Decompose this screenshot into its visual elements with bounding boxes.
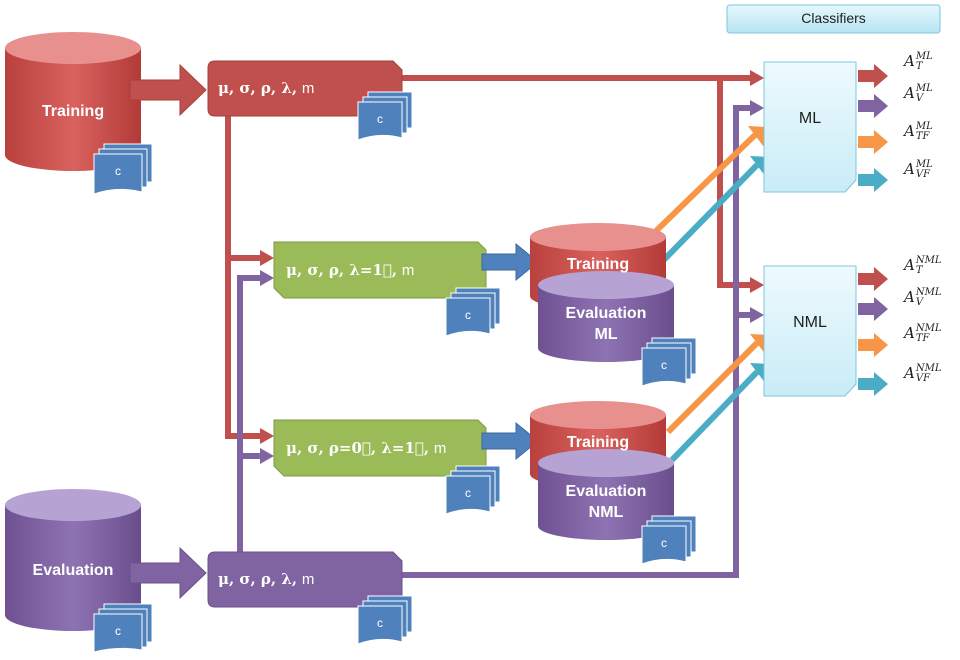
purple-arrowhead-ml bbox=[750, 100, 764, 116]
stack-ml-bottom-label-1: Evaluation bbox=[565, 305, 647, 322]
orange-line-stack2-nml bbox=[665, 340, 760, 435]
doc-label-stack-nml: c bbox=[661, 536, 667, 550]
evaluation-block-arrow bbox=[129, 546, 207, 600]
classifiers-header-box bbox=[726, 4, 941, 34]
purple-process-box bbox=[207, 551, 403, 608]
doc-stack-evaluation bbox=[93, 603, 153, 653]
doc-stack-green1 bbox=[445, 287, 501, 337]
doc-label-evaluation: c bbox=[115, 624, 121, 638]
stack-nml-bottom-label-2: NML bbox=[588, 504, 624, 521]
output-arrow-nml-v bbox=[858, 297, 888, 321]
ml-classifier-label: ML bbox=[798, 110, 822, 127]
red-arrowhead-ml bbox=[750, 70, 764, 86]
red-line-to-green2 bbox=[225, 258, 262, 439]
nml-classifier-label: NML bbox=[793, 314, 827, 331]
doc-label-stack-ml: c bbox=[661, 358, 667, 372]
ml-classifier-box bbox=[763, 61, 857, 193]
db-stack-ml bbox=[530, 223, 674, 362]
green2-params-m: m bbox=[433, 440, 447, 457]
output-arrow-ml-v bbox=[858, 94, 888, 118]
output-arrow-ml-vf bbox=[858, 168, 888, 192]
output-arrow-nml-tf bbox=[858, 333, 888, 357]
green1-params-m: m bbox=[401, 262, 415, 279]
purple-params-symbols: μ, σ, ρ, λ, bbox=[218, 570, 298, 588]
ml-output-arrows bbox=[858, 64, 888, 192]
training-block-arrow bbox=[129, 63, 207, 117]
doc-label-purple-process: c bbox=[377, 616, 383, 630]
red-arrowhead-nml bbox=[750, 277, 764, 293]
doc-label-green1: c bbox=[465, 308, 471, 322]
evaluation-database bbox=[5, 489, 141, 631]
nml-classifier-box bbox=[763, 265, 857, 397]
green2-process-params: μ, σ, ρ=0⃗, λ=1⃗, m bbox=[286, 439, 446, 457]
nml-output-arrows bbox=[858, 267, 888, 396]
doc-stack-red-process bbox=[357, 91, 413, 141]
output-arrow-ml-tf bbox=[858, 130, 888, 154]
red-arrowhead-green2 bbox=[260, 428, 274, 444]
output-arrow-nml-t bbox=[858, 267, 888, 291]
output-arrow-nml-vf bbox=[858, 372, 888, 396]
output-arrow-ml-t bbox=[858, 64, 888, 88]
purple-line-to-green1 bbox=[237, 275, 262, 552]
green2-block-arrow bbox=[481, 421, 539, 461]
green2-params-symbols: μ, σ, ρ=0⃗, λ=1⃗, bbox=[286, 439, 430, 457]
purple-params-m: m bbox=[301, 571, 315, 588]
training-database bbox=[5, 32, 141, 171]
purple-arrowhead-green1 bbox=[260, 270, 274, 286]
purple-arrowhead-nml bbox=[750, 307, 764, 323]
teal-line-stack2-nml bbox=[669, 369, 760, 463]
green1-process-params: μ, σ, ρ, λ=1⃗, m bbox=[286, 261, 414, 279]
doc-stack-stack-ml bbox=[641, 337, 697, 387]
green1-params-symbols: μ, σ, ρ, λ=1⃗, bbox=[286, 261, 398, 279]
purple-arrowhead-green2 bbox=[260, 448, 274, 464]
classifiers-header: Classifiers bbox=[801, 10, 866, 26]
teal-line-stack1-ml bbox=[649, 162, 760, 275]
doc-stack-training bbox=[93, 143, 153, 195]
orange-arrowhead-stack1-ml bbox=[748, 126, 768, 147]
red-params-m: m bbox=[301, 80, 315, 97]
purple-line-to-green2 bbox=[237, 453, 262, 552]
doc-label-training: c bbox=[115, 164, 121, 178]
doc-label-green2: c bbox=[465, 486, 471, 500]
red-arrowhead-green1 bbox=[260, 250, 274, 266]
red-line-to-green1 bbox=[225, 112, 262, 261]
doc-stack-stack-nml bbox=[641, 515, 697, 565]
training-db-label: Training bbox=[41, 103, 105, 120]
db-stack-nml bbox=[530, 401, 674, 540]
green1-block-arrow bbox=[481, 242, 539, 282]
doc-label-red-process: c bbox=[377, 112, 383, 126]
stack-ml-top-label: Training bbox=[566, 256, 630, 273]
doc-stack-purple-process bbox=[357, 595, 413, 645]
red-process-params: μ, σ, ρ, λ, m bbox=[218, 79, 314, 97]
stack-nml-bottom-label-1: Evaluation bbox=[565, 483, 647, 500]
purple-line-to-classifiers bbox=[400, 105, 752, 578]
evaluation-db-label: Evaluation bbox=[32, 562, 114, 579]
red-line-to-nml bbox=[717, 78, 752, 288]
red-params-symbols: μ, σ, ρ, λ, bbox=[218, 79, 298, 97]
doc-stack-green2 bbox=[445, 465, 501, 515]
stack-ml-bottom-label-2: ML bbox=[594, 326, 618, 343]
purple-process-params: μ, σ, ρ, λ, m bbox=[218, 570, 314, 588]
stack-nml-top-label: Training bbox=[566, 434, 630, 451]
orange-line-stack1-ml bbox=[652, 132, 758, 235]
